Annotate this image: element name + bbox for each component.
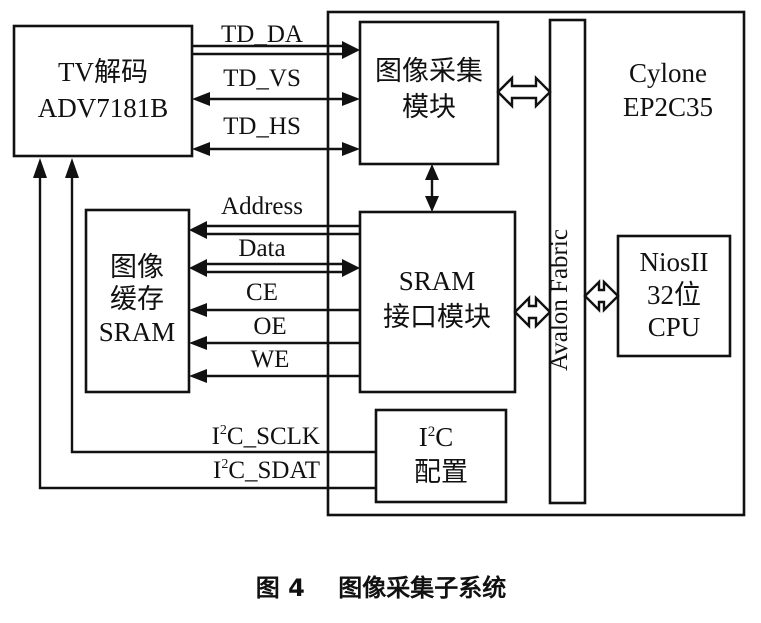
capture-module-title: 图像采集 [375,56,483,86]
ce-label: CE [246,279,278,306]
td-vs-left-arrowhead [192,92,210,106]
image-buffer-type: SRAM [99,317,176,347]
image-buffer-title: 图像 [110,252,164,282]
capture-module-block: 图像采集 模块 [358,20,500,166]
i2c-config-subtitle: 配置 [414,457,468,487]
nios-cpu-block: NiosII 32位 CPU [616,234,732,358]
address-arrowhead [189,221,207,239]
td-da-connection: TD_DA [192,21,360,59]
i2c-sclk-line [70,176,376,454]
sram-interface-subtitle: 接口模块 [383,302,491,332]
td-vs-connection: TD_VS [192,65,360,106]
tv-decoder-title: TV解码 [58,57,148,87]
we-label: WE [251,346,290,373]
address-connection: Address [189,193,360,239]
avalon-fabric-label: Avalon Fabric [546,229,573,371]
i2c-sclk-arrowhead [65,158,79,178]
i2c-sdat-line [38,176,376,490]
sram-interface-title: SRAM [399,266,476,296]
nios-cpu-label: CPU [648,312,701,342]
ce-connection: CE [189,279,360,317]
i2c-config-title: I2C [419,422,454,452]
td-da-arrowhead [342,41,360,59]
tv-decoder-border [12,24,194,158]
fpga-model: EP2C35 [623,92,713,122]
nios-cpu-width: 32位 [647,280,701,310]
avalon-fabric-border [548,18,587,505]
image-buffer-block: 图像 缓存 SRAM [84,208,191,394]
capture-to-avalon-connection [496,75,552,109]
td-vs-right-arrowhead [342,92,360,106]
capture-to-sram-connection [425,164,439,212]
oe-arrowhead [189,336,207,350]
i2c-config-border [374,408,508,504]
image-buffer-subtitle: 缓存 [110,284,164,314]
tv-decoder-model: ADV7181B [38,93,169,123]
td-hs-right-arrowhead [342,142,360,156]
capture-to-sram-down-arrowhead [425,196,439,212]
i2c-sclk-rest: C_SCLK [227,423,320,450]
avalon-to-cpu-connection [583,279,620,313]
i2c-sdat-sup: 2 [221,457,228,472]
oe-connection: OE [189,313,360,350]
ce-arrowhead [189,303,207,317]
data-left-arrowhead [189,259,207,277]
i2c-sdat-rest: C_SDAT [228,457,320,484]
data-connection: Data [189,235,360,277]
sram-to-avalon-double-arrow [513,295,552,329]
fpga-name: Cylone [629,58,707,88]
sram-interface-block: SRAM 接口模块 [358,210,517,394]
data-right-arrowhead [342,259,360,277]
fpga-block: Cylone EP2C35 [326,10,746,517]
capture-to-sram-up-arrowhead [425,164,439,180]
data-label: Data [238,235,285,262]
td-hs-label: TD_HS [223,113,301,140]
tv-decoder-block: TV解码 ADV7181B [12,24,194,158]
i2c-sclk-connection: I2C_SCLK [65,158,376,454]
td-hs-left-arrowhead [192,142,210,156]
i2c-sdat-label: I2C_SDAT [213,457,320,484]
i2c-sclk-label: I2C_SCLK [212,423,320,450]
figure-caption: 图 4 图像采集子系统 [256,574,506,602]
td-vs-label: TD_VS [223,65,301,92]
we-connection: WE [189,346,360,383]
i2c-config-title-main: I [419,422,428,452]
i2c-sdat-arrowhead [33,158,47,178]
td-da-label: TD_DA [221,21,303,48]
capture-module-subtitle: 模块 [402,92,456,122]
i2c-config-title-sup: 2 [428,424,436,440]
i2c-sdat-connection: I2C_SDAT [33,158,376,490]
capture-to-avalon-double-arrow [496,75,552,109]
i2c-sclk-prefix: I [212,423,220,450]
i2c-sdat-prefix: I [213,457,221,484]
i2c-sclk-sup: 2 [220,423,227,438]
address-label: Address [221,193,303,220]
i2c-config-block: I2C 配置 [374,408,508,504]
image-buffer-border [84,208,191,394]
td-hs-connection: TD_HS [192,113,360,156]
we-arrowhead [189,369,207,383]
i2c-config-title-tail: C [435,422,453,452]
avalon-fabric-bus: Avalon Fabric [546,18,587,505]
oe-label: OE [253,313,286,340]
sram-interface-border [358,210,517,394]
avalon-to-cpu-double-arrow [583,279,620,313]
nios-cpu-name: NiosII [640,247,709,277]
sram-to-avalon-connection [513,295,552,329]
